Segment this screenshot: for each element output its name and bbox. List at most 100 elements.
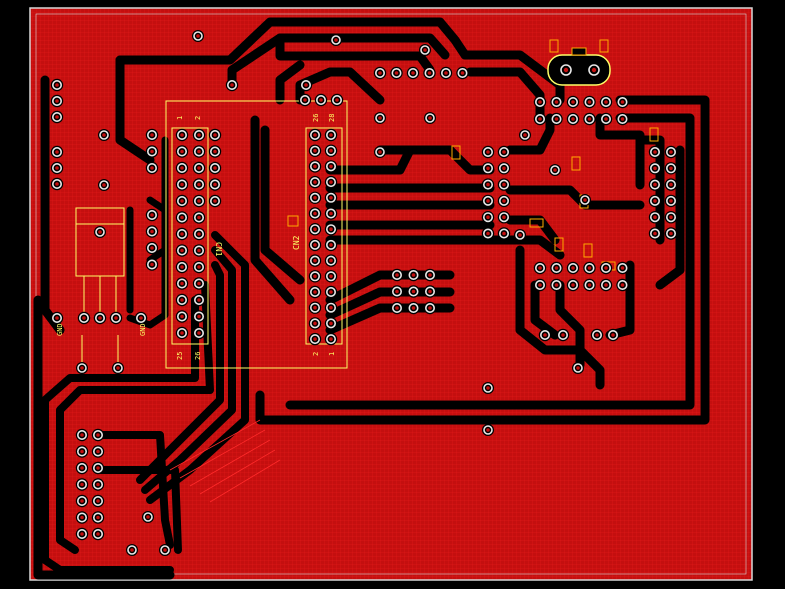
pad-hole bbox=[486, 428, 490, 432]
pad-hole bbox=[486, 231, 490, 236]
gnd-label-right: GND bbox=[139, 323, 147, 336]
pad-hole bbox=[96, 466, 100, 470]
pad-hole bbox=[563, 67, 569, 73]
pad-hole bbox=[180, 281, 184, 286]
pad-hole bbox=[554, 283, 559, 287]
pad-hole bbox=[197, 166, 201, 170]
pad-hole bbox=[150, 213, 154, 217]
pad-hole bbox=[587, 283, 592, 287]
pad-hole bbox=[313, 258, 317, 263]
traces bbox=[33, 17, 710, 580]
pad-hole bbox=[604, 266, 608, 270]
pad-hole bbox=[554, 100, 559, 104]
pad-hole bbox=[653, 150, 657, 154]
pad-hole bbox=[96, 515, 100, 520]
pad-hole bbox=[538, 117, 542, 121]
pad-hole bbox=[411, 71, 415, 75]
pad-hole bbox=[116, 366, 120, 370]
pad-hole bbox=[502, 215, 506, 219]
pad-hole bbox=[213, 149, 217, 154]
pad-hole bbox=[538, 283, 542, 287]
pad-hole bbox=[571, 100, 575, 104]
pad-hole bbox=[604, 283, 608, 287]
pad-hole bbox=[486, 199, 490, 203]
pad-hole bbox=[576, 366, 580, 370]
smd-pad bbox=[583, 243, 593, 258]
pad-hole bbox=[571, 266, 575, 270]
pad-hole bbox=[502, 166, 506, 171]
pad-hole bbox=[543, 333, 547, 337]
pad-hole bbox=[428, 273, 432, 277]
pad-hole bbox=[523, 133, 527, 137]
pad-hole bbox=[561, 333, 565, 337]
pad-hole bbox=[150, 262, 154, 267]
pad-hole bbox=[213, 182, 217, 187]
pad-hole bbox=[620, 117, 625, 121]
pad-hole bbox=[96, 433, 100, 437]
pad-hole bbox=[378, 150, 382, 154]
pad-hole bbox=[55, 115, 59, 119]
pad-hole bbox=[583, 198, 587, 202]
pad-hole bbox=[313, 196, 317, 200]
pad-hole bbox=[329, 258, 333, 263]
pad-hole bbox=[669, 150, 673, 154]
pad-hole bbox=[163, 548, 167, 552]
pad-hole bbox=[604, 100, 608, 104]
pad-hole bbox=[313, 337, 317, 341]
pad-hole bbox=[304, 83, 308, 87]
pad-hole bbox=[553, 168, 557, 172]
pad-hole bbox=[653, 215, 657, 219]
pad-hole bbox=[150, 149, 154, 154]
pad-hole bbox=[669, 182, 673, 187]
pad-hole bbox=[669, 231, 673, 236]
pad-hole bbox=[502, 231, 506, 236]
gnd-label-left: GND bbox=[56, 323, 64, 336]
pad-hole bbox=[180, 232, 184, 236]
pad-hole bbox=[329, 196, 333, 200]
pad-hole bbox=[55, 99, 59, 103]
cn1-pin26-label: 26 bbox=[194, 352, 202, 360]
pad-hole bbox=[303, 98, 307, 102]
pad-hole bbox=[486, 182, 490, 187]
smd-pad bbox=[529, 218, 544, 228]
cn1-label: CN1 bbox=[214, 242, 223, 257]
pad-hole bbox=[96, 482, 100, 487]
cn1-body bbox=[171, 127, 209, 345]
cn2-pin28-label: 28 bbox=[328, 114, 336, 122]
pad-hole bbox=[460, 71, 465, 75]
pad-hole bbox=[197, 265, 201, 269]
cn2-pin26-label: 26 bbox=[312, 114, 320, 122]
silkscreen-text: CN1 CN2 1 2 25 26 26 28 2 1 GND GND bbox=[56, 114, 336, 360]
pad-hole bbox=[329, 133, 333, 137]
pad-hole bbox=[313, 274, 317, 279]
pad-hole bbox=[378, 116, 382, 120]
pad-hole bbox=[329, 321, 333, 326]
pad-hole bbox=[96, 499, 100, 503]
pad-hole bbox=[669, 199, 673, 203]
cn2-pin1-label: 1 bbox=[328, 352, 336, 356]
pad-hole bbox=[313, 211, 317, 216]
cn2-label: CN2 bbox=[292, 235, 301, 250]
pad-hole bbox=[378, 71, 382, 75]
pad-hole bbox=[313, 305, 317, 310]
pad-hole bbox=[591, 67, 597, 73]
pad-hole bbox=[180, 215, 184, 220]
crystal-oscillator bbox=[547, 39, 611, 86]
pad-hole bbox=[313, 180, 317, 184]
pad-hole bbox=[571, 283, 575, 287]
pad-hole bbox=[329, 227, 333, 231]
voltage-regulator bbox=[75, 207, 125, 365]
pad-hole bbox=[653, 231, 657, 236]
pad-hole bbox=[395, 273, 399, 277]
pad-hole bbox=[197, 149, 201, 154]
pad-hole bbox=[329, 274, 333, 279]
pad-hole bbox=[96, 532, 100, 536]
pad-hole bbox=[180, 331, 184, 335]
pad-hole bbox=[313, 321, 317, 326]
pad-hole bbox=[180, 133, 184, 137]
pad-hole bbox=[538, 266, 542, 270]
pad-hole bbox=[80, 482, 84, 487]
pad-hole bbox=[669, 166, 673, 171]
pad-hole bbox=[313, 290, 317, 294]
